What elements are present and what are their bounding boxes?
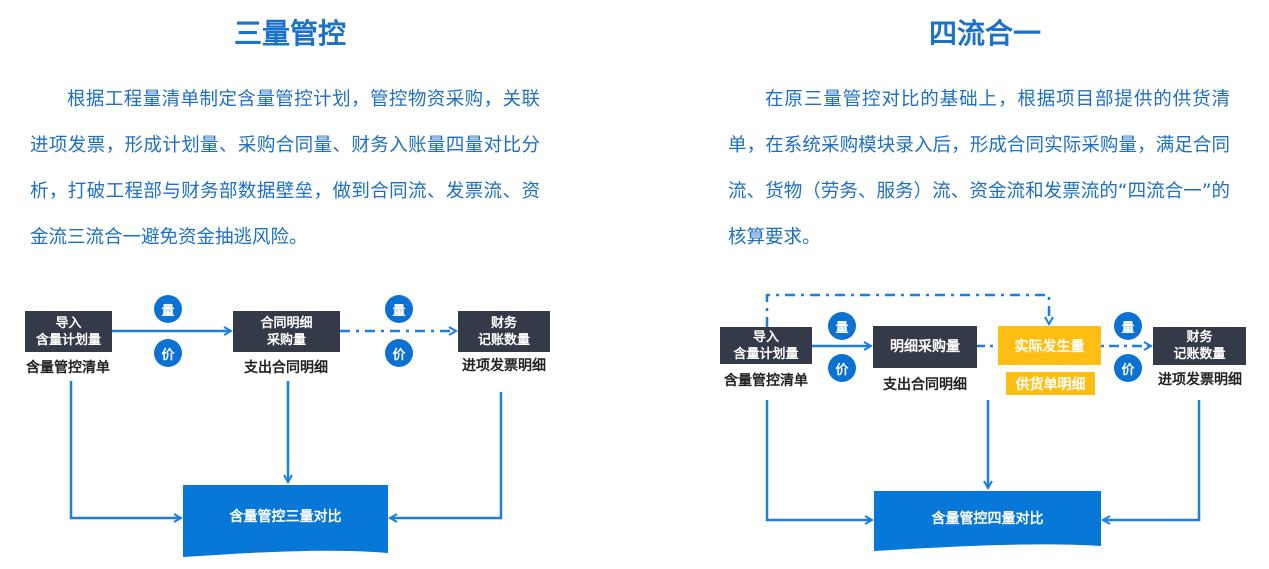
box-line: 财务 xyxy=(490,315,517,331)
left-description: 根据工程量清单制定含量管控计划，管控物资采购，关联进项发票，形成计划量、采购合同… xyxy=(30,89,540,248)
caption: 含量管控清单 xyxy=(724,373,808,389)
box-line: 采购量 xyxy=(266,332,306,348)
three-quantity-comparison: 含量管控三量对比 xyxy=(229,509,342,525)
price-badge: 价 xyxy=(1114,354,1142,382)
quantity-badge: 量 xyxy=(1114,312,1142,340)
box-line: 导入 xyxy=(752,329,779,345)
finance-quantity-box: 财务记账数量 xyxy=(458,311,550,352)
supply-detail-label: 供货单明细 xyxy=(1006,372,1095,395)
quantity-badge: 量 xyxy=(385,295,413,323)
contract-purchase-box: 合同明细采购量 xyxy=(233,311,340,352)
box-line: 记账数量 xyxy=(477,332,530,348)
quantity-badge: 量 xyxy=(154,295,182,323)
left-title: 三量管控 xyxy=(233,17,346,50)
caption: 进项发票明细 xyxy=(1158,372,1242,388)
plan-quantity-box: 导入含量计划量 xyxy=(720,327,812,364)
finance-quantity-box: 财务记账数量 xyxy=(1153,327,1246,365)
box-line: 导入 xyxy=(55,315,82,331)
caption: 含量管控清单 xyxy=(26,360,110,376)
right-title: 四流合一 xyxy=(928,17,1041,50)
caption: 支出合同明细 xyxy=(244,360,328,376)
box-line: 含量计划量 xyxy=(733,346,799,362)
box-line: 财务 xyxy=(1186,330,1213,345)
actual-quantity-box: 实际发生量 xyxy=(998,326,1101,365)
plan-quantity-box: 导入含量计划量 xyxy=(25,311,112,352)
box-line: 合同明细 xyxy=(260,315,313,331)
right-description: 在原三量管控对比的基础上，根据项目部提供的供货清单，在系统采购模块录入后，形成合… xyxy=(728,89,1230,248)
four-quantity-comparison: 含量管控四量对比 xyxy=(931,511,1044,527)
detail-purchase-box: 明细采购量 xyxy=(873,326,977,368)
price-badge: 价 xyxy=(154,339,182,367)
box-line: 含量计划量 xyxy=(35,332,101,348)
quantity-badge: 量 xyxy=(828,312,856,340)
price-badge: 价 xyxy=(385,339,413,367)
caption: 支出合同明细 xyxy=(883,377,967,393)
caption: 进项发票明细 xyxy=(462,358,546,374)
box-line: 记账数量 xyxy=(1173,347,1226,362)
price-badge: 价 xyxy=(828,354,856,382)
